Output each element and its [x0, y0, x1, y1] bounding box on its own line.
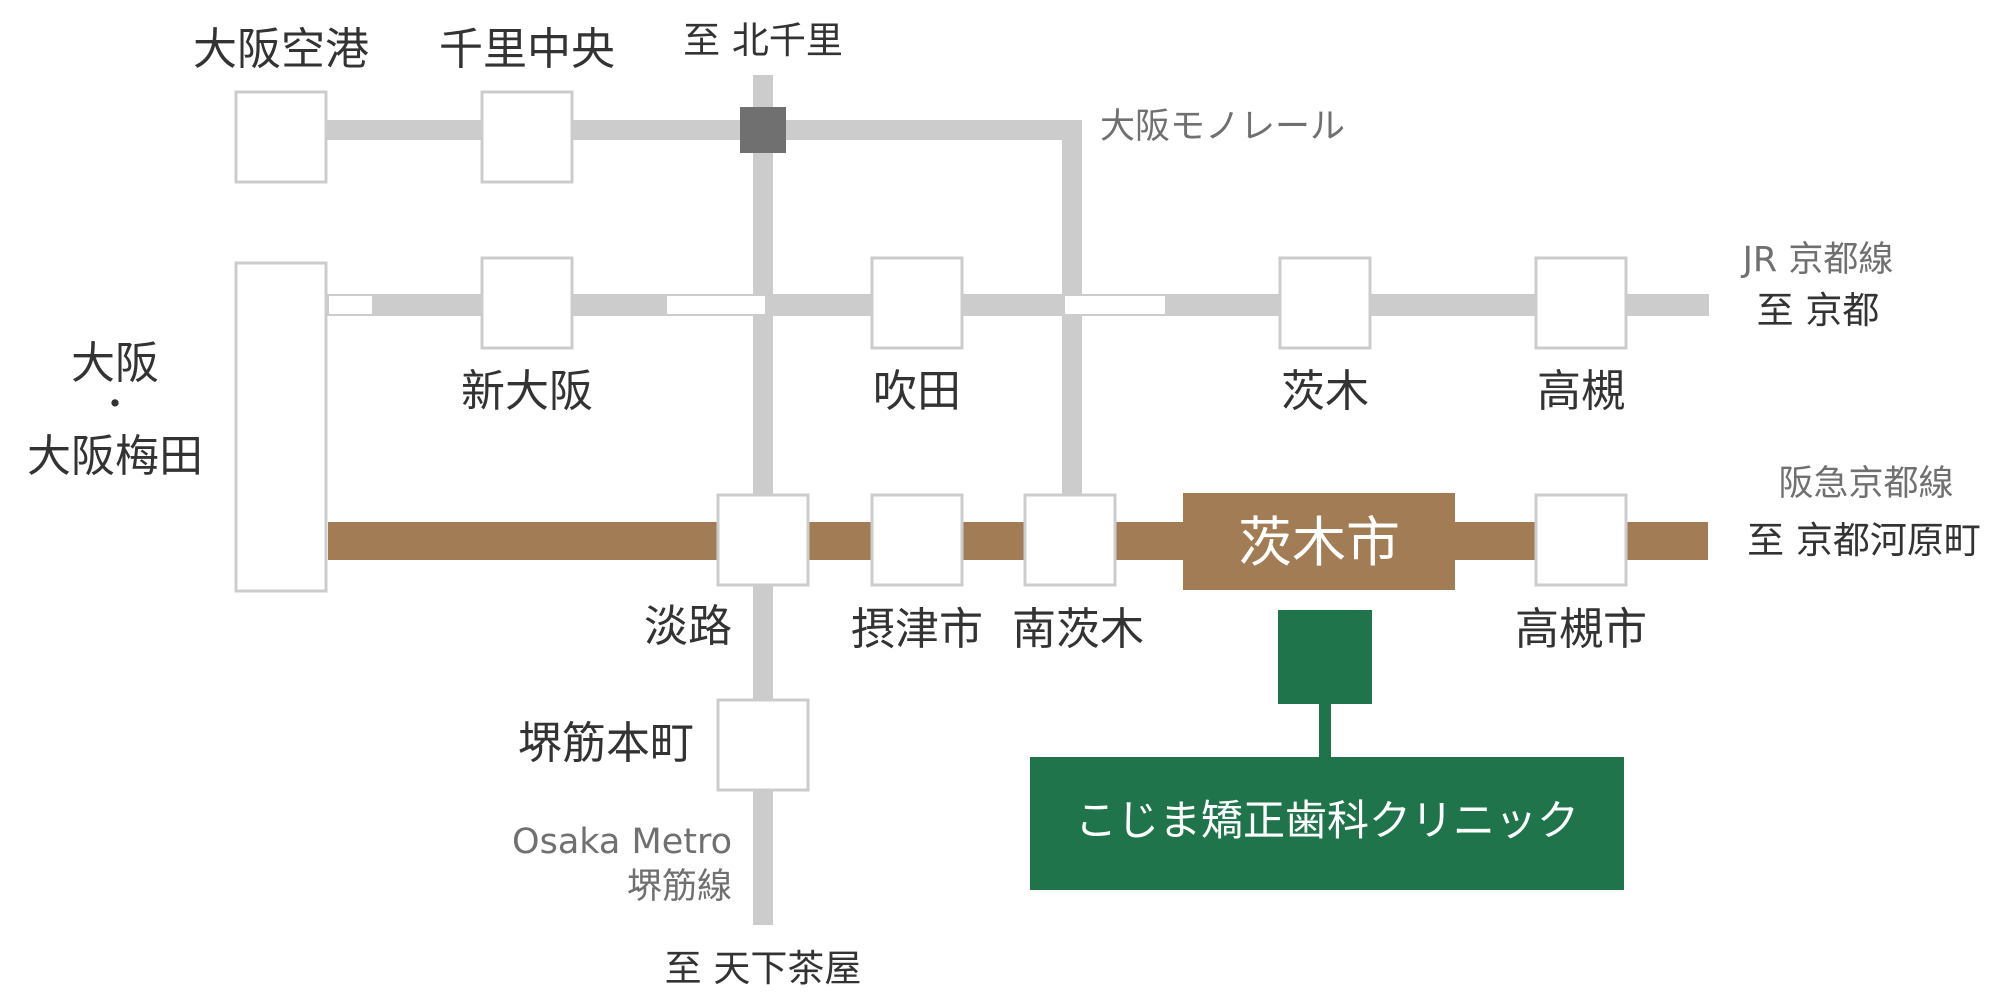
station-box-ibarakishi [1183, 493, 1455, 590]
line-label-monorail: 大阪モノレール [1100, 107, 1346, 147]
station-box-sakaisuji-honmachi [716, 698, 810, 792]
station-box-senri-chuo [480, 90, 574, 184]
station-box-shin-osaka [480, 256, 574, 350]
station-label-dot: ・ [98, 385, 132, 425]
station-box-settsushi [870, 493, 964, 587]
station-label-sakaisuji-honmachi: 堺筋本町 [518, 718, 694, 769]
station-box-osaka-airport [234, 90, 328, 184]
line-label-metro-name: Osaka Metro [512, 822, 732, 862]
line-label-hankyu-kyoto: 阪急京都線 [1778, 464, 1954, 504]
station-label-osaka: 大阪 [71, 338, 159, 389]
line-label-metro-sakaisuji: 堺筋線 [626, 867, 732, 907]
station-box-osaka-umeda [234, 261, 328, 593]
station-box-takatsuki [1534, 256, 1628, 350]
direction-label-metro-south: 至 天下茶屋 [664, 947, 862, 990]
station-label-minami-ibaraki: 南茨木 [1012, 604, 1144, 655]
interchange-marker [740, 107, 786, 153]
station-label-senri-chuo: 千里中央 [439, 24, 615, 75]
station-label-ibaraki: 茨木 [1281, 366, 1369, 417]
station-label-shin-osaka: 新大阪 [461, 366, 593, 417]
clinic-box [1030, 757, 1624, 890]
station-label-takatsukishi: 高槻市 [1515, 604, 1647, 655]
station-box-awaji [716, 493, 810, 587]
station-label-osaka-airport: 大阪空港 [193, 24, 369, 75]
direction-label-jr-kyoto: 至 京都 [1756, 289, 1880, 332]
station-label-ibarakishi: 茨木市 [1238, 511, 1400, 574]
clinic-name: こじま矯正歯科クリニック [1074, 796, 1580, 845]
station-box-suita [870, 256, 964, 350]
clinic-connector [1319, 702, 1331, 758]
station-label-suita: 吹田 [873, 366, 961, 417]
station-label-awaji: 淡路 [644, 601, 732, 652]
line-label-jr-kyoto: JR 京都線 [1742, 240, 1894, 280]
direction-label-hankyu-kyoto: 至 京都河原町 [1747, 519, 1981, 562]
station-box-minami-ibaraki [1023, 493, 1117, 587]
clinic-marker [1278, 610, 1372, 704]
station-box-takatsukishi [1534, 493, 1628, 587]
station-label-takatsuki: 高槻 [1537, 366, 1625, 417]
station-label-settsushi: 摂津市 [851, 604, 983, 655]
direction-label-metro-north: 至 北千里 [683, 19, 843, 62]
hankyu-kyoto-line [328, 522, 1708, 560]
station-box-ibaraki [1278, 256, 1372, 350]
station-label-osaka-umeda: 大阪梅田 [27, 431, 203, 482]
